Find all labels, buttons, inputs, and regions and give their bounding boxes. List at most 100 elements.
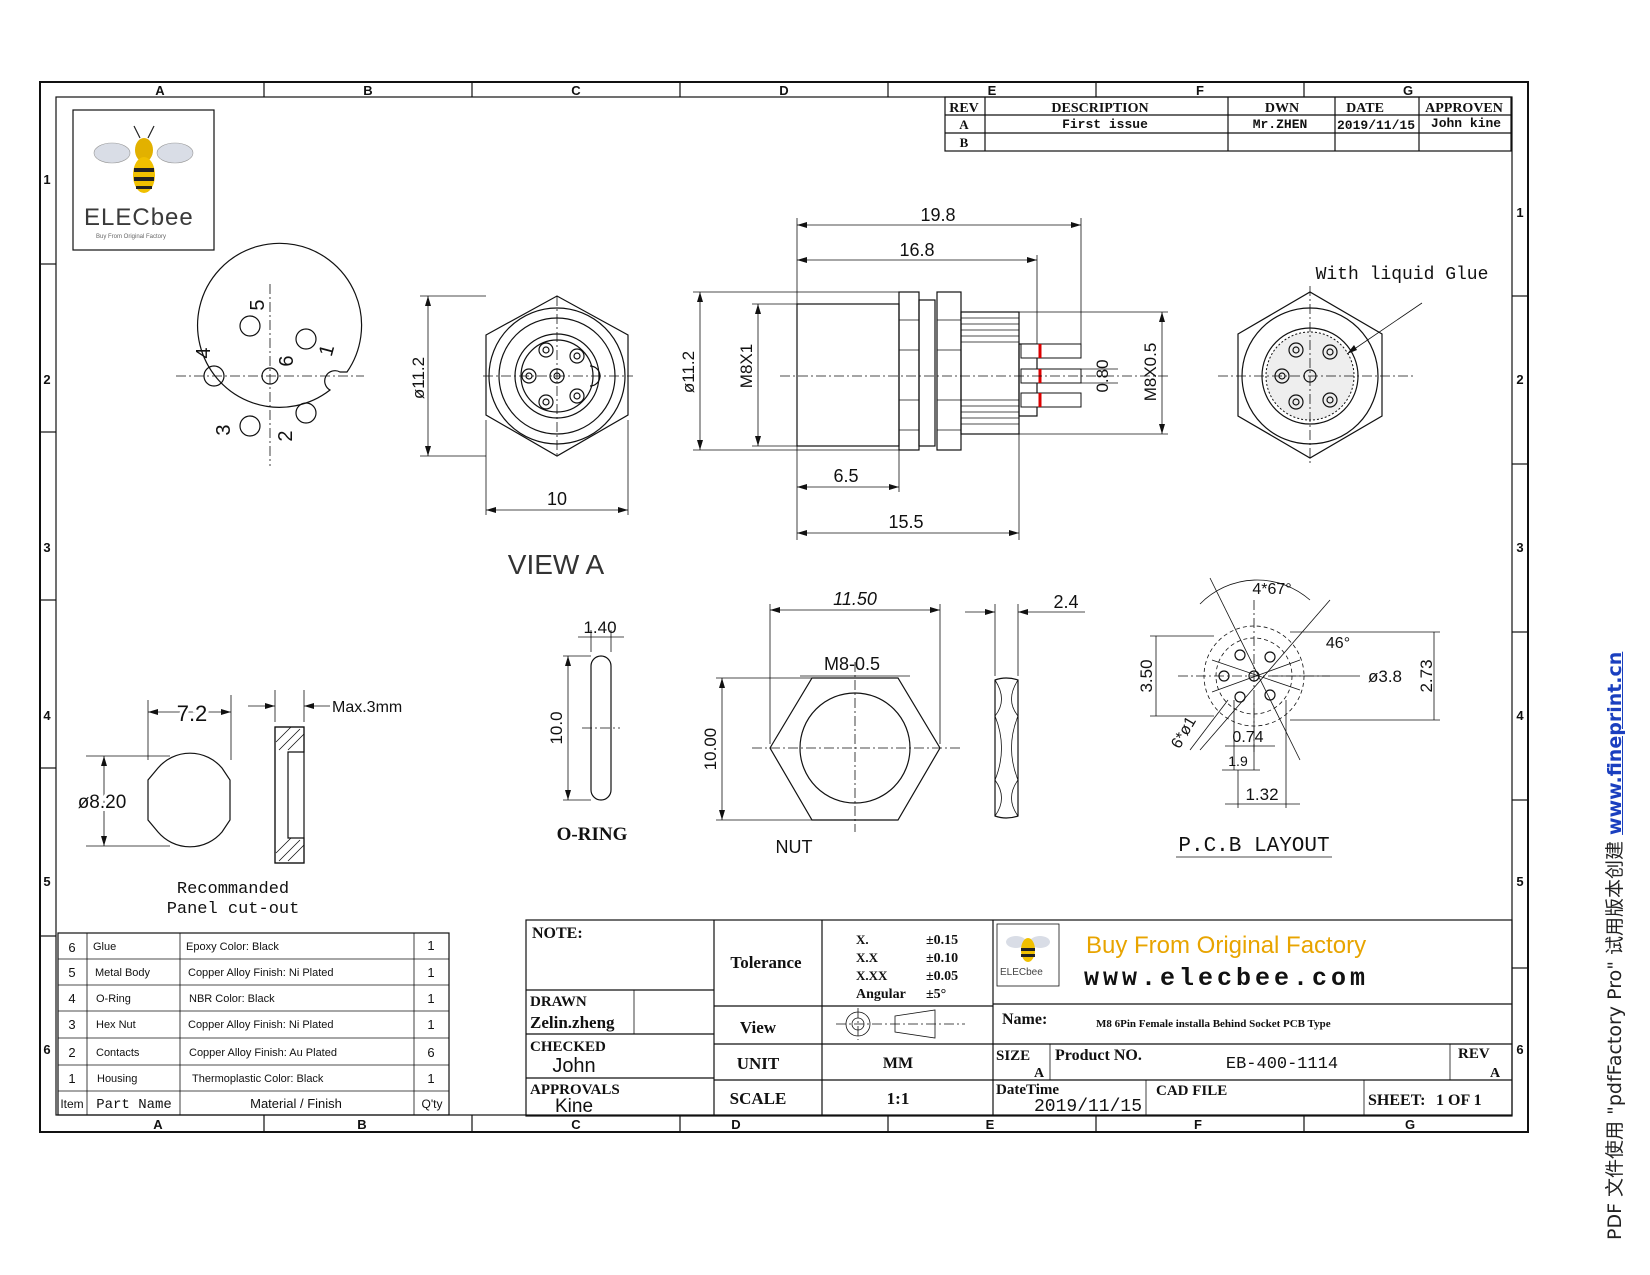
zone-number: 4 — [43, 708, 51, 723]
pcb-layout-view: 4*67° 46° ø3.8 3.50 2.73 6*ø1 0.74 1.9 1… — [1137, 577, 1440, 858]
drawn-label: DRAWN — [530, 994, 587, 1010]
dim-pcb-w1: 0.74 — [1232, 729, 1263, 746]
o-ring-view: 1.40 10.0 O-RING — [547, 618, 628, 845]
bee-icon — [93, 125, 194, 193]
zone-letter: D — [731, 1117, 740, 1132]
pdf-watermark: PDF 文件使用 "pdfFactory Pro" 试用版本创建 www.fin… — [1600, 652, 1627, 1240]
dim-cutout-width: 7.2 — [177, 701, 208, 726]
sheet-label: SHEET: — [1368, 1092, 1426, 1109]
bom-cell: Glue — [93, 941, 116, 953]
zone-letter: C — [571, 1117, 581, 1132]
zone-letter: B — [357, 1117, 366, 1132]
bom-cell: 2 — [68, 1045, 75, 1060]
zone-letters-top: A B C D E F G — [155, 83, 1413, 98]
pin-label: 4 — [193, 347, 215, 358]
view-a: ø11.2 10 VIEW A — [409, 295, 633, 580]
zone-number: 4 — [1516, 708, 1524, 723]
unit-value: MM — [883, 1055, 913, 1072]
dim-side-pin: 0.80 — [1093, 359, 1112, 392]
bom-cell: 4 — [68, 991, 75, 1006]
dim-side-rear-thread: M8X0.5 — [1141, 343, 1160, 402]
tol-key: Angular — [856, 987, 906, 1002]
watermark-text: PDF 文件使用 "pdfFactory Pro" 试用版本创建 — [1604, 834, 1626, 1240]
rev-header: DATE — [1346, 101, 1384, 116]
dim-pcb-angle2: 46° — [1326, 635, 1350, 652]
rev-cell: 2019/11/15 — [1337, 118, 1415, 133]
bom-cell: Copper Alloy Finish: Au Plated — [189, 1047, 337, 1059]
scale-value: 1:1 — [887, 1089, 910, 1108]
dim-pcb-w3: 1.32 — [1245, 785, 1278, 804]
bom-cell: 5 — [68, 965, 75, 980]
dim-cutout-dia: ø8.20 — [78, 792, 127, 813]
rev-cell: Mr.ZHEN — [1253, 117, 1308, 132]
tol-val: ±0.05 — [926, 969, 958, 984]
bom-cell: 6 — [68, 940, 75, 955]
datetime-value: 2019/11/15 — [1034, 1097, 1142, 1117]
bom-cell: Hex Nut — [96, 1019, 136, 1031]
bom-cell: Copper Alloy Finish: Ni Plated — [188, 1019, 334, 1031]
dim-side-body: 16.8 — [899, 240, 934, 260]
cutout-caption: Panel cut-out — [167, 900, 300, 919]
checked-label: CHECKED — [530, 1039, 606, 1055]
pin-label: 6 — [276, 355, 298, 366]
rev-cell: A — [959, 117, 969, 132]
dim-side-front: 6.5 — [833, 466, 858, 486]
size-label: SIZE — [996, 1048, 1030, 1064]
zone-letter: B — [363, 83, 372, 98]
bom-header: Part Name — [96, 1097, 172, 1113]
pin-label: 3 — [213, 424, 235, 435]
zone-number: 2 — [1516, 372, 1523, 387]
zone-numbers-right: 1 2 3 4 5 6 — [1516, 205, 1524, 1057]
bom-cell: 1 — [427, 1071, 434, 1086]
tol-val: ±0.15 — [926, 933, 958, 948]
nut-view: 11.50 M8-0.5 10.00 NUT 2.4 — [701, 589, 1085, 857]
product-label: Product NO. — [1055, 1047, 1142, 1064]
rev-header: REV — [949, 101, 979, 116]
dim-nut-thread: M8-0.5 — [824, 654, 880, 674]
zone-number: 3 — [43, 540, 50, 555]
bom-cell: NBR Color: Black — [189, 993, 275, 1005]
website: www.elecbee.com — [1084, 964, 1369, 993]
oring-title: O-RING — [557, 824, 628, 845]
dim-view-a-dia: ø11.2 — [409, 357, 428, 399]
elecbee-logo: ELECbee Buy From Original Factory — [72, 109, 215, 251]
datetime-label: DateTime — [996, 1082, 1059, 1098]
drawing-frame — [39, 81, 1529, 1133]
logo-tagline: Buy From Original Factory — [96, 234, 166, 240]
dim-pcb-w2: 1.9 — [1228, 753, 1248, 769]
watermark-link[interactable]: www.fineprint.cn — [1604, 651, 1626, 835]
tol-key: X.XX — [856, 968, 888, 983]
zone-letter: C — [571, 83, 581, 98]
zone-letter: G — [1403, 83, 1413, 98]
dim-pcb-holes: 6*ø1 — [1168, 714, 1200, 752]
dim-side-thread: M8X1 — [737, 344, 756, 388]
title-logo-icon: ELECbee — [996, 923, 1060, 987]
bom-cell: 1 — [427, 965, 434, 980]
bom-cell: Metal Body — [95, 967, 151, 979]
logo-brand: ELECbee — [84, 204, 194, 231]
rev-cell: First issue — [1062, 117, 1148, 132]
unit-label: UNIT — [737, 1054, 780, 1073]
dim-side-total: 19.8 — [920, 205, 955, 225]
rev-value: A — [1490, 1066, 1501, 1081]
dim-nut-height: 10.00 — [701, 728, 720, 771]
side-view: 19.8 16.8 ø11.2 M8X1 0.80 M8X0.5 — [679, 205, 1170, 540]
dim-oring-len: 10.0 — [547, 711, 566, 744]
zone-letter: E — [986, 1117, 995, 1132]
bom-cell: O-Ring — [96, 993, 131, 1005]
dim-side-dia: ø11.2 — [679, 351, 698, 393]
tol-val: ±0.10 — [926, 951, 958, 966]
bom-cell: Thermoplastic Color: Black — [192, 1073, 324, 1085]
cad-label: CAD FILE — [1156, 1083, 1227, 1099]
bom-table: 6 Glue Epoxy Color: Black 1 5 Metal Body… — [57, 932, 450, 1116]
pin-layout-view: 1 2 3 4 5 6 — [176, 242, 364, 466]
zone-letter: G — [1405, 1117, 1415, 1132]
tol-key: X.X — [856, 950, 879, 965]
name-value: M8 6Pin Female installa Behind Socket PC… — [1096, 1018, 1331, 1030]
bom-header: Material / Finish — [250, 1096, 342, 1111]
tol-key: X. — [856, 932, 869, 947]
rev-cell: John kine — [1431, 116, 1501, 131]
rev-header: DWN — [1265, 101, 1299, 116]
bom-cell: 1 — [427, 938, 434, 953]
